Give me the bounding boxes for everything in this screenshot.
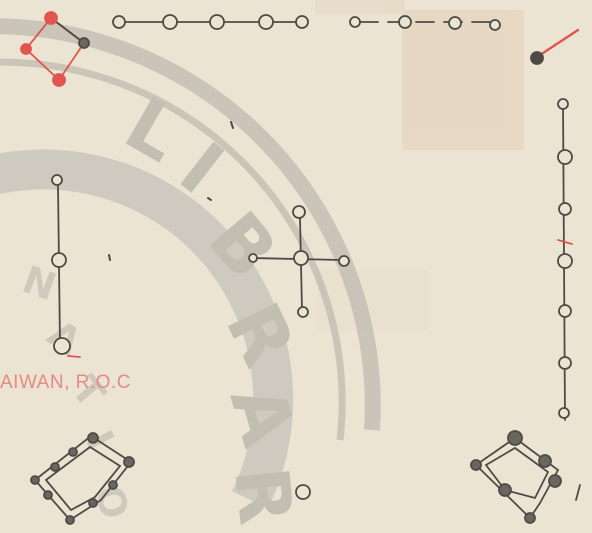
bottom-right-ring	[470, 430, 581, 524]
center-cross	[248, 205, 350, 318]
top-chain	[112, 14, 501, 31]
tape-patch	[315, 0, 524, 330]
lone-atom	[295, 484, 311, 500]
bottom-left-ring	[30, 432, 135, 525]
right-chain	[557, 98, 573, 421]
top-right-bond	[530, 28, 580, 65]
top-left-rhombus	[20, 11, 90, 87]
stamp-text: AIWAN, R.O.C	[0, 372, 131, 393]
svg-text:R: R	[217, 463, 308, 529]
left-chain	[51, 174, 81, 358]
ink-specks	[108, 121, 234, 261]
